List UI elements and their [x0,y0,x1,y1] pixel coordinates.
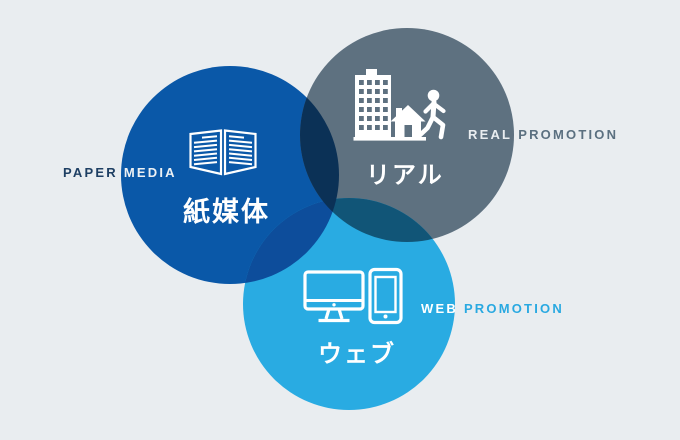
paper-media-label-inside: MEDIA [123,165,177,180]
monitor-smartphone-icon [303,267,403,325]
paper-media-label: PAPER MEDIA [63,165,177,180]
overlap-paper-web [243,198,339,284]
building-house-pedestrian-icon [353,69,446,141]
web-promotion-label-inside: WEB [421,301,458,316]
web-promotion-label: WEB PROMOTION [421,301,564,316]
paper-circle-title-jp: 紙媒体 [183,197,270,227]
web-circle-title-jp: ウェブ [318,341,396,368]
real-promotion-label: REAL PROMOTION [468,127,618,142]
real-promotion-label-inside: REAL [468,127,513,142]
real-promotion-label-outside: PROMOTION [518,127,619,142]
web-promotion-label-outside: PROMOTION [463,301,564,316]
paper-media-label-outside: PAPER [63,165,118,180]
real-circle-title-jp: リアル [366,162,444,189]
open-book-icon [189,129,257,176]
